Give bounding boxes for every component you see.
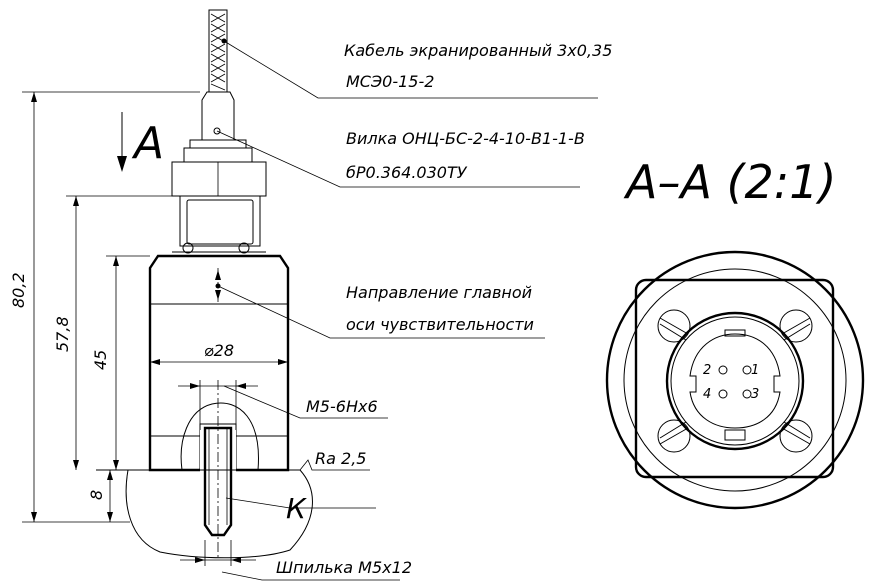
stud [203,380,233,560]
dimensions [22,91,288,566]
view-arrow [117,112,127,172]
pin-label-1: 1 [751,363,759,378]
dim-45: 45 [91,350,110,370]
cable [208,9,228,93]
plug-label-2: бР0.364.030ТУ [346,163,468,182]
dim-diameter: ⌀28 [204,341,234,360]
pin-label-3: 3 [751,387,759,402]
pin-label-4: 4 [703,387,711,402]
dim-overall: 80,2 [9,272,28,308]
plug-leader-dot [213,127,221,135]
labels: Кабель экранированный 3х0,35 МСЭ0-15-2 В… [9,41,836,577]
dim-578: 57,8 [53,316,72,352]
dim-8: 8 [87,490,106,500]
cable-label-1: Кабель экранированный 3х0,35 [344,41,612,60]
plug-connector [171,38,267,254]
view-arrow-label: А [131,118,164,169]
leader-lines [216,40,598,581]
section-title: А–А (2:1) [623,155,836,209]
corner-screws [657,309,813,453]
pin-label-2: 2 [703,363,711,378]
axis-label-2: оси чувствительности [346,315,534,334]
plug-label-1: Вилка ОНЦ-БС-2-4-10-В1-1-В [346,129,585,148]
detail-k-label: К [286,492,307,525]
stud-label: Шпилька М5х12 [276,558,412,577]
cable-label-2: МСЭ0-15-2 [346,72,434,91]
thread-label: М5-6Нх6 [306,397,378,416]
roughness-label: Ra 2,5 [315,449,366,468]
section-view [605,250,865,510]
axis-label-1: Направление главной [346,283,532,302]
